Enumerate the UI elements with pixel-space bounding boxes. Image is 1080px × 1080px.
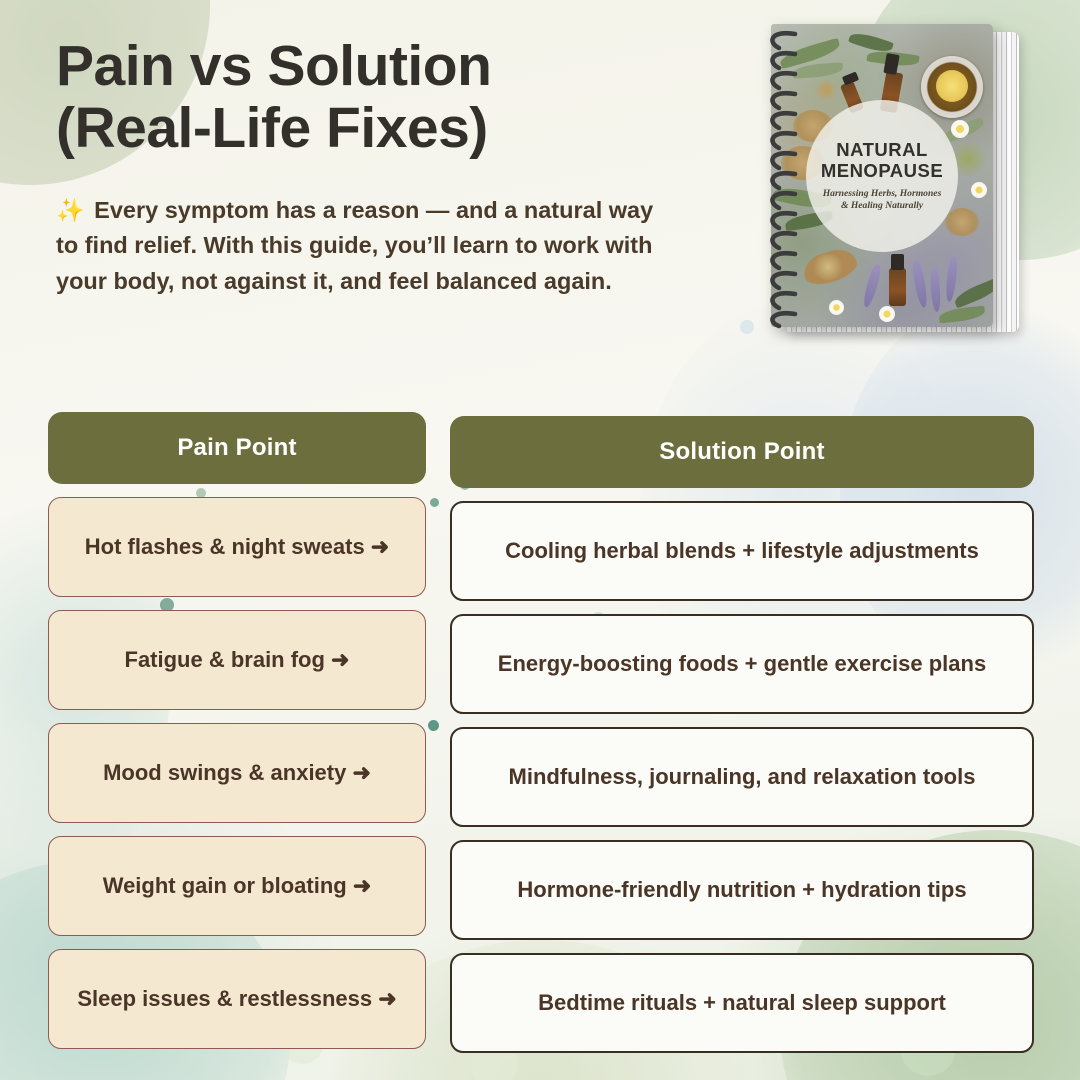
solution-card[interactable]: Hormone-friendly nutrition + hydration t… bbox=[450, 840, 1034, 940]
solution-column-header: Solution Point bbox=[450, 416, 1034, 488]
pain-column-header: Pain Point bbox=[48, 412, 426, 484]
bokeh-dot bbox=[740, 320, 754, 334]
pain-card[interactable]: Sleep issues & restlessness ➜ bbox=[48, 949, 426, 1049]
solution-card[interactable]: Energy-boosting foods + gentle exercise … bbox=[450, 614, 1034, 714]
header-block: Pain vs Solution (Real-Life Fixes) ✨ Eve… bbox=[56, 34, 716, 299]
solution-card[interactable]: Cooling herbal blends + lifestyle adjust… bbox=[450, 501, 1034, 601]
page-subtitle: ✨ Every symptom has a reason — and a nat… bbox=[56, 193, 656, 299]
ebook-mockup: NATURAL MENOPAUSE Harnessing Herbs, Horm… bbox=[757, 24, 1032, 344]
pain-solution-table: Pain Point Hot flashes & night sweats ➜ … bbox=[48, 412, 1034, 1053]
book-cover-title: NATURAL MENOPAUSE bbox=[820, 138, 944, 181]
pain-card[interactable]: Weight gain or bloating ➜ bbox=[48, 836, 426, 936]
pain-card[interactable]: Hot flashes & night sweats ➜ bbox=[48, 497, 426, 597]
sparkle-icon: ✨ bbox=[56, 197, 85, 224]
solution-column: Solution Point Cooling herbal blends + l… bbox=[450, 412, 1034, 1053]
pain-column: Pain Point Hot flashes & night sweats ➜ … bbox=[48, 412, 426, 1053]
book-cover-title-badge: NATURAL MENOPAUSE Harnessing Herbs, Horm… bbox=[806, 99, 958, 252]
page-subtitle-text: Every symptom has a reason — and a natur… bbox=[56, 197, 654, 294]
pain-card-list: Hot flashes & night sweats ➜ Fatigue & b… bbox=[48, 497, 426, 1049]
pain-card[interactable]: Mood swings & anxiety ➜ bbox=[48, 723, 426, 823]
solution-card[interactable]: Mindfulness, journaling, and relaxation … bbox=[450, 727, 1034, 827]
pain-card[interactable]: Fatigue & brain fog ➜ bbox=[48, 610, 426, 710]
book-cover-subtitle: Harnessing Herbs, Hormones & Healing Nat… bbox=[822, 188, 942, 212]
solution-card[interactable]: Bedtime rituals + natural sleep support bbox=[450, 953, 1034, 1053]
book-cover: NATURAL MENOPAUSE Harnessing Herbs, Horm… bbox=[771, 24, 993, 327]
spiral-binding-icon bbox=[770, 30, 798, 329]
solution-card-list: Cooling herbal blends + lifestyle adjust… bbox=[450, 501, 1034, 1053]
page-title: Pain vs Solution (Real-Life Fixes) bbox=[56, 34, 492, 160]
